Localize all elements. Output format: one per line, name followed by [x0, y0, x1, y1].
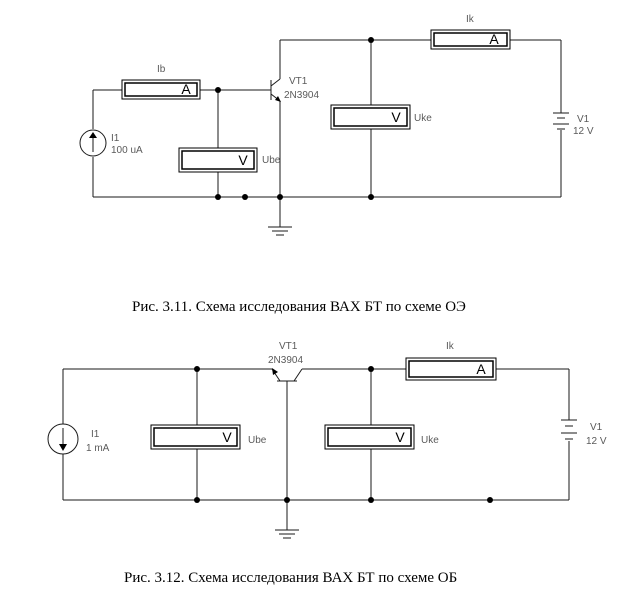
voltmeter-label: Ube	[262, 155, 281, 166]
voltmeter-ube: V	[178, 147, 258, 173]
battery-name-label: V1	[577, 114, 590, 125]
current-source-i1	[79, 129, 107, 157]
source-value-label: 1 mA	[86, 443, 110, 454]
source-name-label: I1	[111, 133, 120, 144]
figure-caption: Рис. 3.12. Схема исследования ВАХ БТ по …	[124, 570, 457, 586]
source-value-label: 100 uA	[111, 145, 143, 156]
junction-dot	[284, 497, 290, 503]
voltmeter-label: Ube	[248, 435, 267, 446]
ground-symbol	[268, 226, 292, 236]
junction-dot	[194, 366, 200, 372]
transistor-model-label: 2N3904	[268, 355, 303, 366]
battery-name-label: V1	[590, 422, 603, 433]
ammeter-label: Ik	[446, 341, 455, 352]
battery-icon	[561, 419, 577, 440]
npn-transistor-icon	[270, 78, 281, 102]
figure-common-emitter: I1 100 uA A Ib A Ik V Ube V Uke	[79, 14, 594, 315]
junction-dot	[215, 194, 221, 200]
voltmeter-label: Uke	[421, 435, 439, 446]
voltmeter-uke: V	[330, 104, 411, 130]
battery-value-label: 12 V	[573, 126, 594, 137]
junction-dot	[194, 497, 200, 503]
voltmeter-uke: V	[324, 424, 415, 450]
junction-dot	[277, 194, 283, 200]
voltmeter-unit: V	[222, 429, 232, 445]
ammeter-ib: A	[121, 79, 201, 100]
junction-dot	[242, 194, 248, 200]
figure-common-base: I1 1 mA V Ube V Uke A Ik VT1	[47, 341, 607, 586]
voltmeter-unit: V	[395, 429, 405, 445]
junction-dot	[368, 366, 374, 372]
ammeter-ik: A	[430, 29, 511, 50]
ground-symbol	[275, 529, 299, 539]
figure-caption: Рис. 3.11. Схема исследования ВАХ БТ по …	[132, 299, 466, 315]
current-source-i1	[47, 423, 79, 455]
ammeter-label: Ik	[466, 14, 475, 25]
transistor-model-label: 2N3904	[284, 90, 319, 101]
battery-icon	[553, 112, 569, 130]
ammeter-label: Ib	[157, 64, 166, 75]
voltmeter-ube: V	[150, 424, 241, 450]
ammeter-unit: A	[476, 361, 486, 377]
npn-transistor-icon	[271, 368, 303, 382]
junction-dot	[368, 37, 374, 43]
transistor-name-label: VT1	[279, 341, 298, 352]
ammeter-ik: A	[405, 357, 497, 381]
voltmeter-label: Uke	[414, 113, 432, 124]
battery-value-label: 12 V	[586, 436, 607, 447]
junction-dot	[215, 87, 221, 93]
source-name-label: I1	[91, 429, 100, 440]
transistor-name-label: VT1	[289, 76, 308, 87]
ammeter-unit: A	[181, 81, 191, 97]
junction-dot	[368, 497, 374, 503]
ammeter-unit: A	[489, 31, 499, 47]
voltmeter-unit: V	[238, 152, 248, 168]
junction-dot	[487, 497, 493, 503]
voltmeter-unit: V	[391, 109, 401, 125]
junction-dot	[368, 194, 374, 200]
